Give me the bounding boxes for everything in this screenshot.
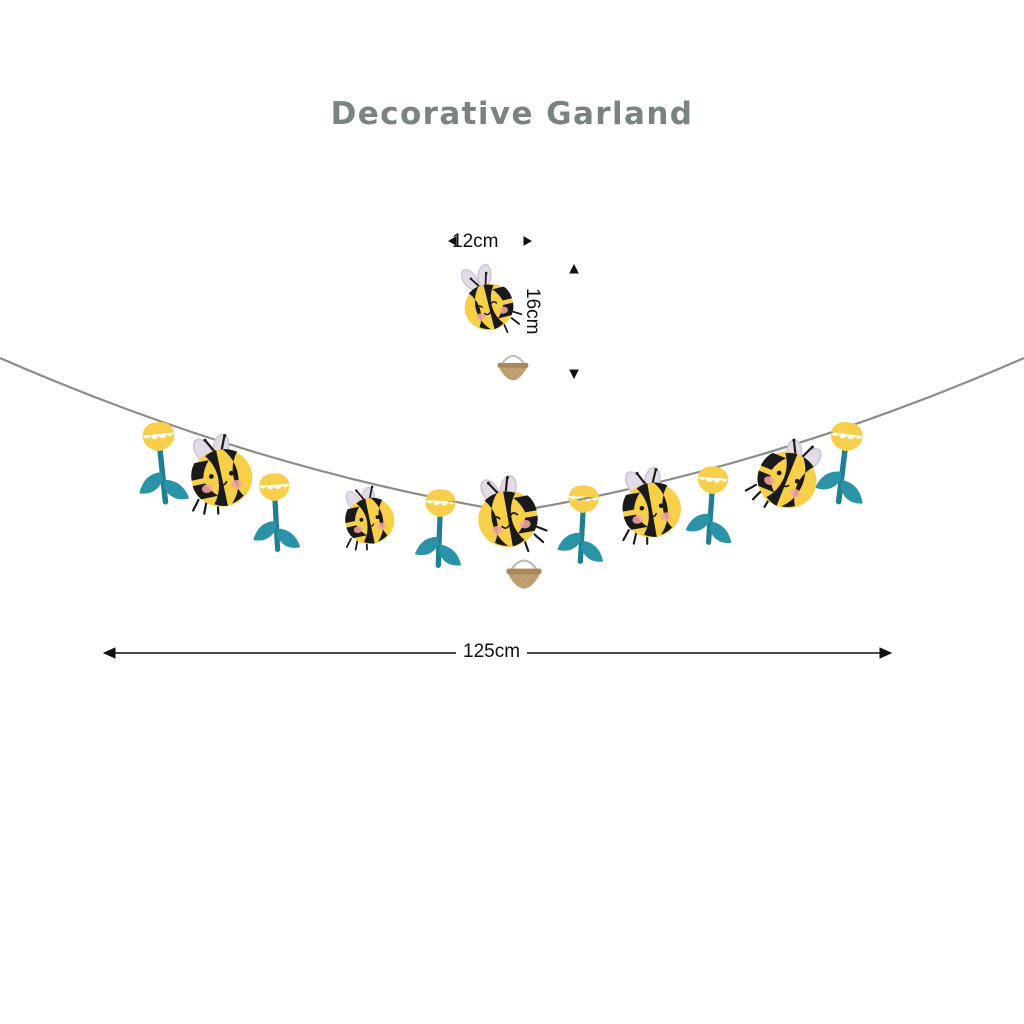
sample-basket-icon — [496, 354, 530, 382]
flower-2 — [250, 472, 300, 550]
flower-3 — [415, 489, 464, 567]
flower-1 — [132, 420, 189, 505]
bee-3 — [470, 469, 551, 590]
dim-width-label: 12cm — [452, 231, 499, 252]
page-title: Decorative Garland — [330, 96, 694, 132]
flower-6 — [814, 419, 872, 504]
dim-height-label: 16cm — [522, 288, 543, 335]
bee-1 — [177, 429, 260, 520]
garland-basket-icon — [505, 559, 543, 590]
dim-total-length-label: 125cm — [456, 641, 528, 663]
flower-5 — [685, 465, 737, 544]
dim-width-marker — [447, 236, 533, 246]
bee-2 — [334, 481, 401, 555]
bee-4 — [610, 463, 688, 549]
dim-height-marker — [569, 263, 579, 380]
sample-unit-bee — [455, 260, 530, 382]
bee-5 — [741, 427, 832, 524]
